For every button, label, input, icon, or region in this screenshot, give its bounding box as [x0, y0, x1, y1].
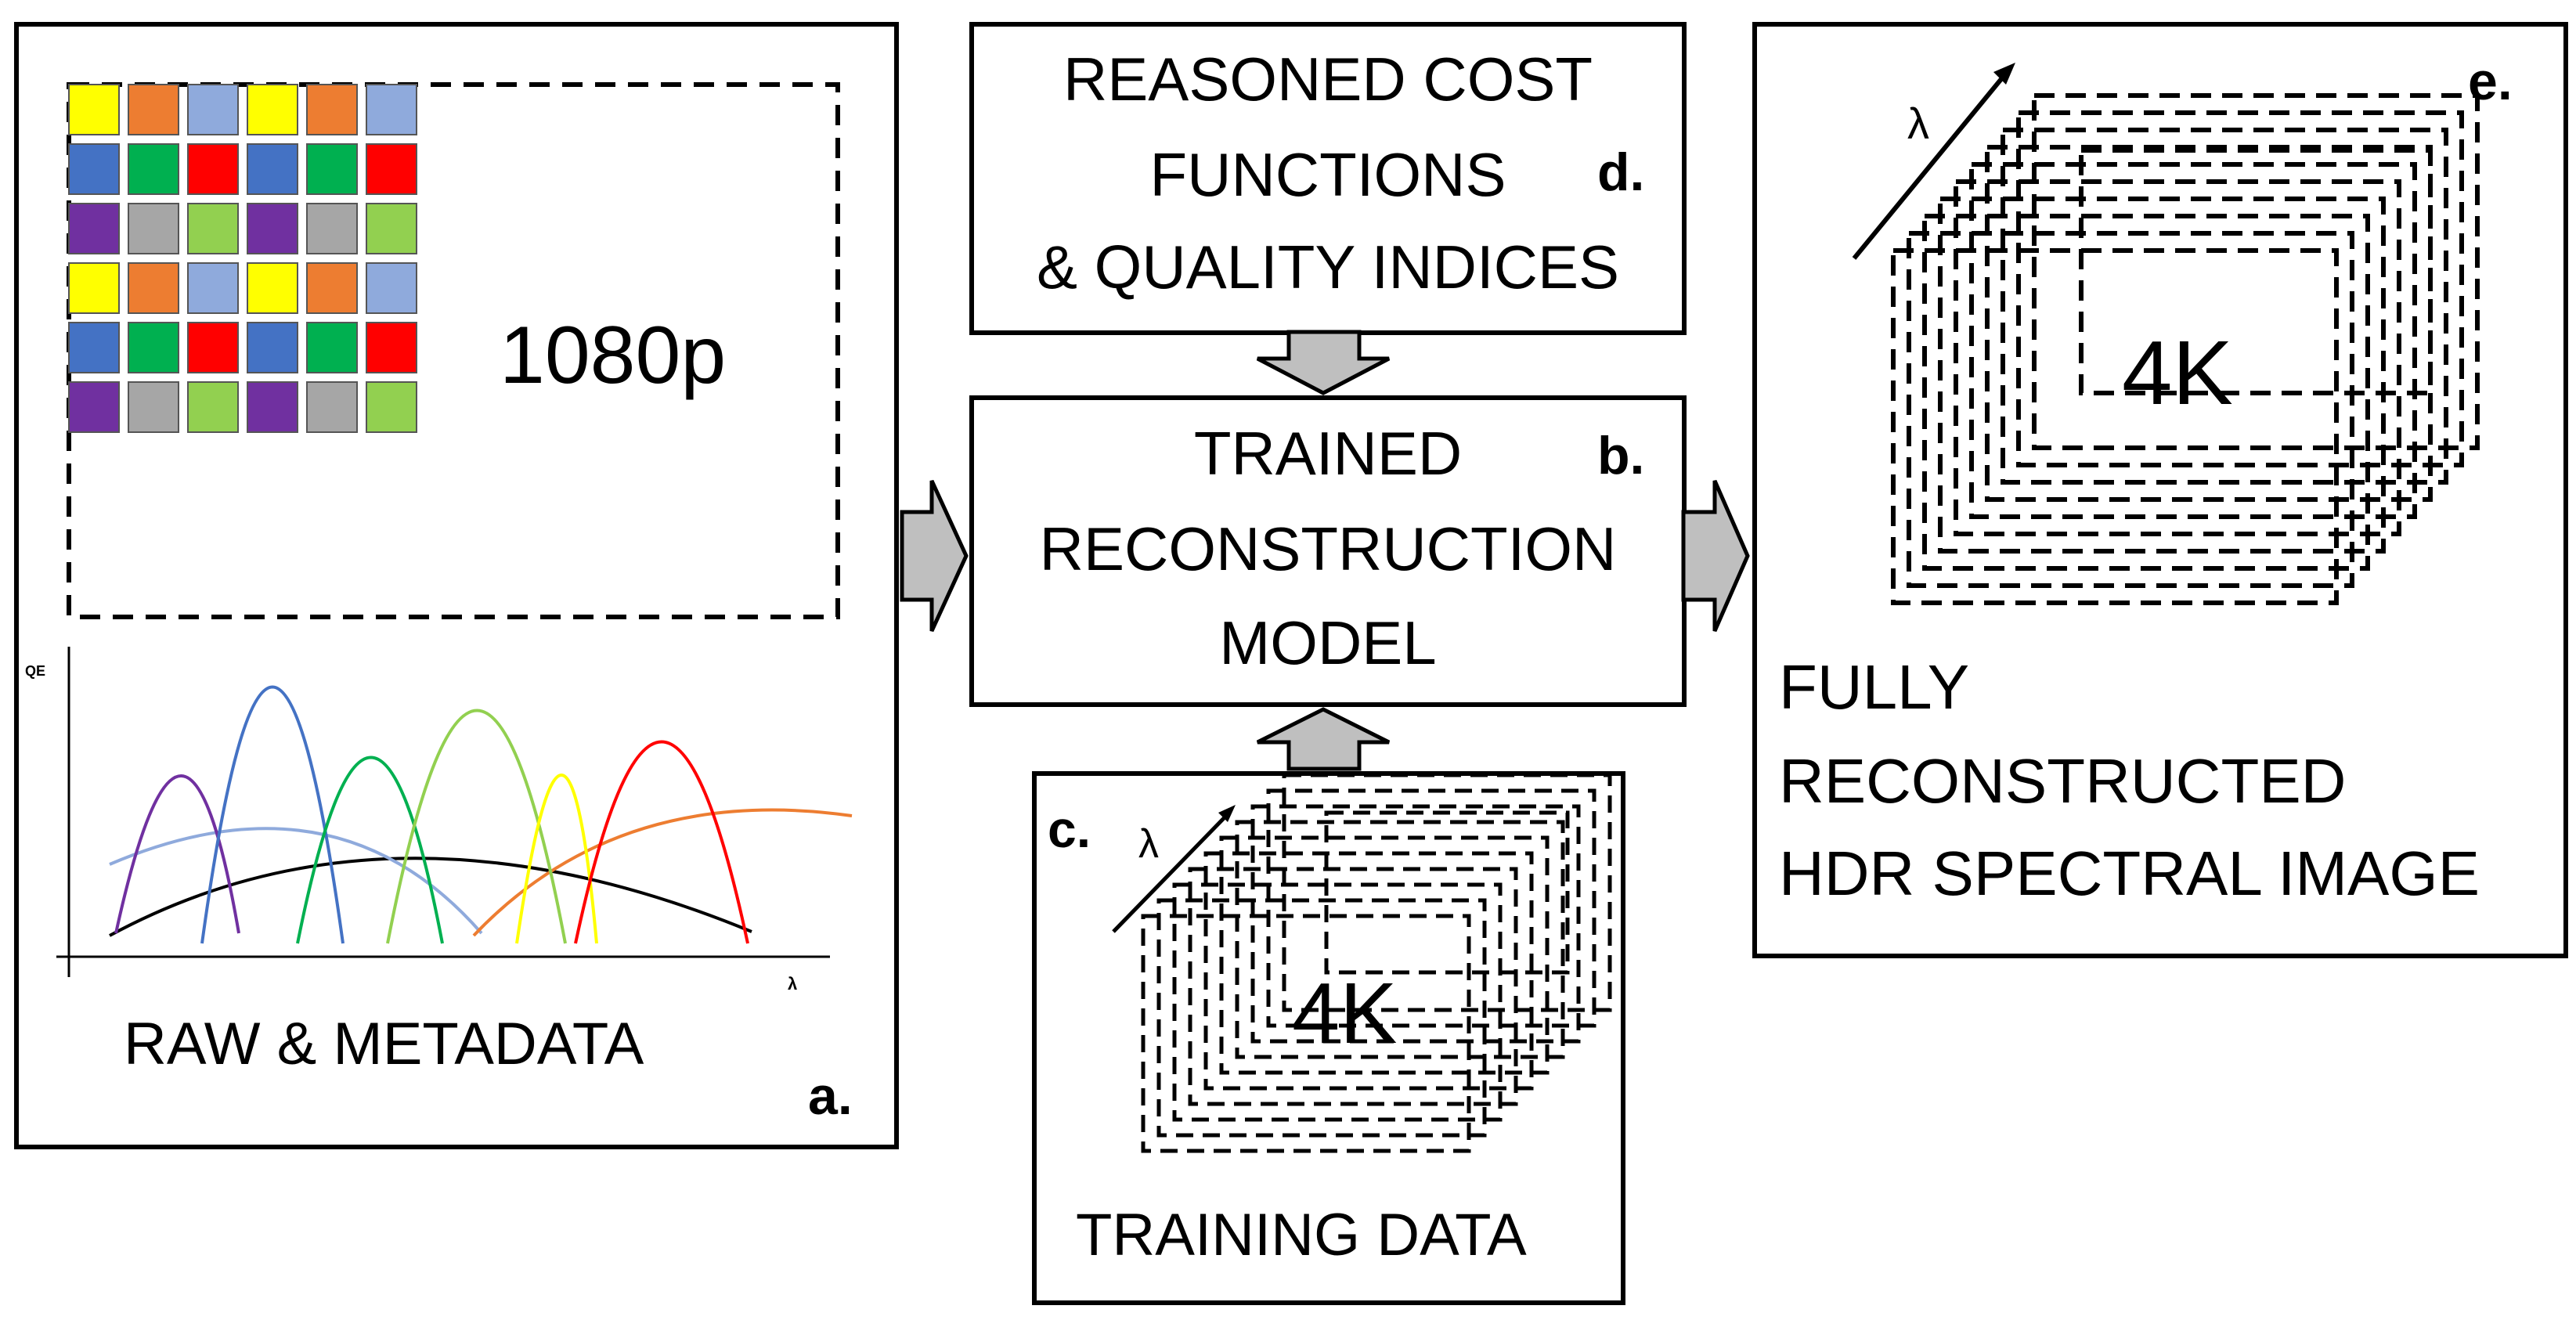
panel-d-line-2: FUNCTIONS: [1149, 140, 1506, 209]
arrow-b-to-e: [1681, 479, 1750, 633]
panel-e-box: [1752, 22, 2568, 958]
panel-c-caption: TRAINING DATA: [1076, 1202, 1527, 1268]
panel-c-letter: c.: [1048, 800, 1091, 858]
panel-e-resolution-label: 4K: [2122, 322, 2233, 424]
panel-b-line-1: TRAINED: [1193, 419, 1463, 488]
panel-b-box: [969, 395, 1687, 707]
arrow-a-to-b: [900, 479, 969, 633]
chart-y-axis-label: QE: [25, 663, 46, 679]
panel-c-resolution-label: 4K: [1292, 965, 1398, 1062]
panel-e-letter: e.: [2468, 52, 2513, 111]
panel-e-caption-line-2: RECONSTRUCTED: [1779, 746, 2347, 816]
panel-b-letter: b.: [1597, 426, 1645, 485]
panel-e-caption-line-3: HDR SPECTRAL IMAGE: [1779, 839, 2480, 908]
arrow-d-to-b: [1256, 330, 1391, 395]
panel-d-line-1: REASONED COST: [1063, 45, 1593, 114]
panel-d-box: [969, 22, 1687, 335]
panel-a-box: [14, 22, 899, 1149]
panel-d-line-3: & QUALITY INDICES: [1036, 233, 1620, 301]
panel-b-line-3: MODEL: [1219, 608, 1437, 677]
panel-d-letter: d.: [1597, 142, 1645, 202]
panel-a-letter: a.: [808, 1066, 853, 1126]
panel-e-lambda: λ: [1907, 99, 1929, 148]
panel-a-caption: RAW & METADATA: [124, 1011, 644, 1077]
resolution-label-1080p: 1080p: [500, 310, 727, 401]
panel-c-lambda: λ: [1138, 821, 1159, 867]
chart-x-axis-label: λ: [788, 974, 798, 994]
panel-e-caption-line-1: FULLY: [1779, 652, 1970, 722]
panel-b-line-2: RECONSTRUCTION: [1039, 514, 1617, 583]
arrow-c-to-b: [1256, 707, 1391, 771]
